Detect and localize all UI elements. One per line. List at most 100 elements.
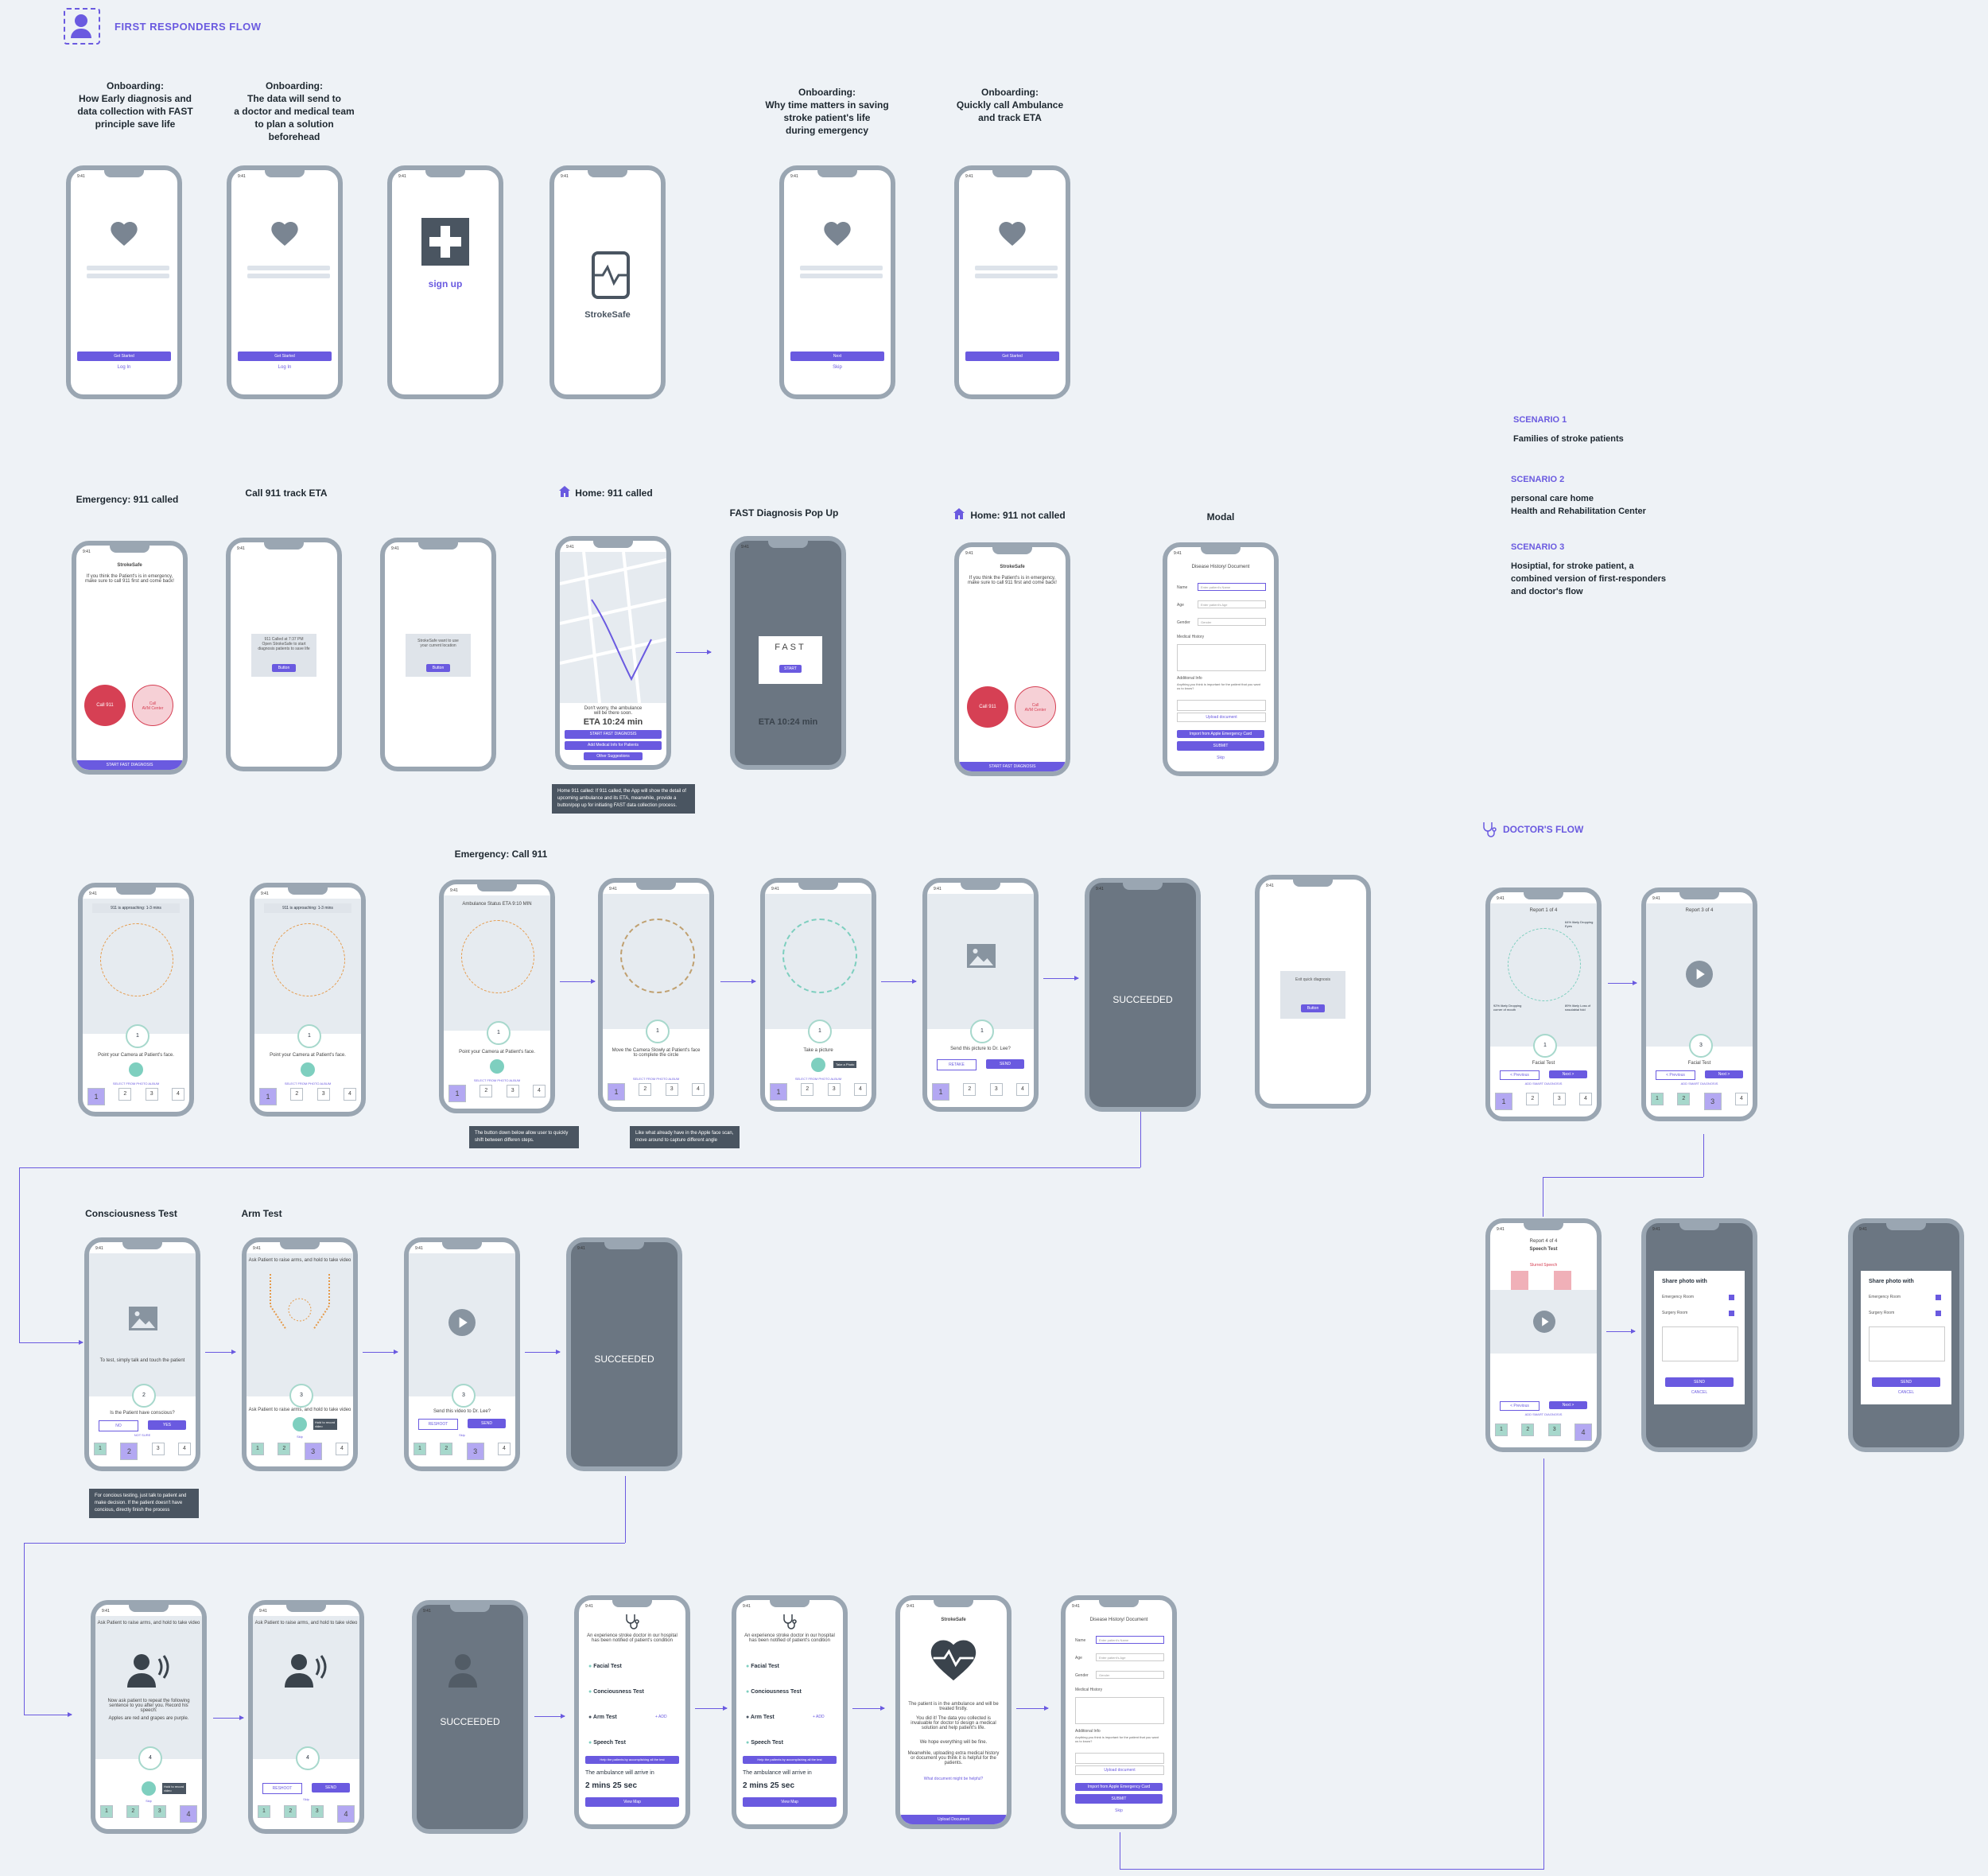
- name-field[interactable]: Enter patient's Name: [1096, 1636, 1164, 1644]
- help-banner[interactable]: Help the patients by accomplishing all t…: [585, 1756, 679, 1764]
- onboarding-screen-2: 9:41 Get Started Log In: [227, 165, 343, 399]
- message-field[interactable]: [1662, 1326, 1738, 1361]
- previous-button[interactable]: < Previous: [1500, 1401, 1540, 1411]
- not-sure-link[interactable]: NOT SURE: [134, 1433, 151, 1437]
- play-icon[interactable]: [1686, 961, 1713, 988]
- call-avm-button[interactable]: Call AVM Center: [132, 685, 173, 726]
- submit-button[interactable]: SUBMIT: [1177, 741, 1264, 751]
- next-button[interactable]: Next >: [1705, 1070, 1743, 1078]
- view-map-button[interactable]: View Map: [743, 1797, 837, 1807]
- send-button[interactable]: SEND: [986, 1059, 1024, 1069]
- shutter-button[interactable]: [490, 1059, 504, 1074]
- yes-button[interactable]: YES: [148, 1420, 186, 1430]
- other-suggestions-button[interactable]: Other Suggestions: [584, 752, 643, 760]
- send-button[interactable]: SEND: [1872, 1377, 1940, 1387]
- shutter-button[interactable]: [129, 1062, 143, 1077]
- import-button[interactable]: Import from Apple Emergency Card: [1177, 730, 1264, 738]
- start-fast-button[interactable]: START FAST DIAGNOSIS: [565, 730, 662, 739]
- view-map-button[interactable]: View Map: [585, 1797, 679, 1807]
- additional-field[interactable]: [1075, 1753, 1164, 1764]
- medical-history-field[interactable]: [1177, 644, 1266, 671]
- er-checkbox[interactable]: [1729, 1295, 1734, 1300]
- add-diagnosis-link[interactable]: ADD SMART DIAGNOSIS: [1680, 1082, 1718, 1086]
- er-checkbox[interactable]: [1936, 1295, 1941, 1300]
- retake-button[interactable]: RETAKE: [937, 1059, 977, 1070]
- additional-field[interactable]: [1177, 700, 1266, 711]
- call-911-button[interactable]: Call 911: [84, 685, 126, 726]
- send-button[interactable]: SEND: [312, 1783, 350, 1792]
- submit-button[interactable]: SUBMIT: [1075, 1794, 1163, 1804]
- get-started-button[interactable]: Get Started: [965, 352, 1059, 361]
- start-button[interactable]: START: [779, 665, 802, 673]
- next-button[interactable]: Next >: [1549, 1070, 1587, 1078]
- reshoot-button[interactable]: RESHOOT: [262, 1783, 302, 1794]
- send-button[interactable]: SEND: [1665, 1377, 1734, 1387]
- map-view[interactable]: [560, 551, 666, 704]
- what-document-link[interactable]: What document might be helpful?: [923, 1777, 984, 1781]
- page-header: FIRST RESPONDERS FLOW: [64, 8, 262, 45]
- signup-label[interactable]: sign up: [428, 278, 463, 289]
- get-started-button[interactable]: Get Started: [238, 352, 332, 361]
- import-button[interactable]: Import from Apple Emergency Card: [1075, 1783, 1163, 1791]
- skip-link[interactable]: Skip: [833, 365, 842, 370]
- add-arm-link[interactable]: + ADD: [655, 1715, 667, 1719]
- previous-button[interactable]: < Previous: [1500, 1070, 1540, 1080]
- gender-field[interactable]: Gender: [1096, 1671, 1164, 1679]
- get-started-button[interactable]: Get Started: [77, 352, 171, 361]
- skip-link[interactable]: Skip: [146, 1799, 152, 1803]
- add-arm-link[interactable]: + ADD: [813, 1715, 825, 1719]
- login-link[interactable]: Log In: [117, 365, 131, 370]
- succeeded-label: SUCCEEDED: [1112, 994, 1173, 1005]
- card-button[interactable]: Button: [272, 664, 296, 672]
- age-field[interactable]: Enter patient's Age: [1096, 1653, 1164, 1661]
- age-field[interactable]: Enter patient's Age: [1198, 600, 1266, 608]
- card-button[interactable]: Button: [426, 664, 450, 672]
- select-album-link[interactable]: SELECT FROM PHOTO ALBUM: [112, 1082, 160, 1086]
- sr-checkbox[interactable]: [1936, 1311, 1941, 1316]
- skip-link[interactable]: Skip: [1217, 755, 1225, 760]
- play-icon[interactable]: [1533, 1311, 1555, 1333]
- record-button[interactable]: [293, 1417, 307, 1431]
- add-diagnosis-link[interactable]: ADD SMART DIAGNOSIS: [1524, 1082, 1563, 1086]
- select-album-link[interactable]: SELECT FROM PHOTO ALBUM: [473, 1078, 521, 1082]
- cancel-link[interactable]: CANCEL: [1897, 1390, 1915, 1395]
- sr-checkbox[interactable]: [1729, 1311, 1734, 1316]
- skip-link[interactable]: Skip: [297, 1435, 303, 1439]
- start-fast-button[interactable]: START FAST DIAGNOSIS: [959, 762, 1066, 771]
- card-button[interactable]: Button: [1301, 1004, 1325, 1012]
- send-button[interactable]: SEND: [468, 1419, 506, 1428]
- skip-link[interactable]: Skip: [303, 1797, 309, 1801]
- play-icon[interactable]: [448, 1309, 476, 1336]
- hold-record-tooltip: Hold to record video: [162, 1783, 186, 1794]
- next-button[interactable]: Next >: [1549, 1401, 1587, 1409]
- login-link[interactable]: Log In: [278, 365, 292, 370]
- reshoot-button[interactable]: RESHOOT: [418, 1419, 458, 1430]
- shutter-button[interactable]: [301, 1062, 315, 1077]
- add-diagnosis-link[interactable]: ADD SMART DIAGNOSIS: [1524, 1412, 1563, 1416]
- select-album-link[interactable]: SELECT FROM PHOTO ALBUM: [794, 1077, 842, 1081]
- upload-button[interactable]: Upload document: [1177, 713, 1266, 722]
- previous-button[interactable]: < Previous: [1656, 1070, 1695, 1080]
- skip-link[interactable]: Skip: [1115, 1808, 1123, 1813]
- onboarding-label-1: Onboarding: How Early diagnosis and data…: [77, 80, 193, 130]
- help-banner[interactable]: Help the patients by accomplishing all t…: [743, 1756, 837, 1764]
- facial-test-item: Facial Test: [751, 1664, 779, 1669]
- cancel-link[interactable]: CANCEL: [1691, 1390, 1708, 1395]
- medical-history-field[interactable]: [1075, 1697, 1164, 1724]
- gender-field[interactable]: Gender: [1198, 618, 1266, 626]
- call-911-button[interactable]: Call 911: [967, 686, 1008, 728]
- upload-document-button[interactable]: Upload Document: [900, 1815, 1007, 1824]
- upload-button[interactable]: Upload document: [1075, 1765, 1164, 1775]
- skip-link[interactable]: Skip: [459, 1433, 465, 1437]
- no-button[interactable]: NO: [99, 1420, 138, 1431]
- record-button[interactable]: [142, 1781, 156, 1796]
- shutter-button[interactable]: [811, 1058, 825, 1072]
- next-button[interactable]: Next: [790, 352, 884, 361]
- start-fast-button[interactable]: START FAST DIAGNOSIS: [76, 760, 183, 770]
- select-album-link[interactable]: SELECT FROM PHOTO ALBUM: [632, 1077, 680, 1081]
- call-avm-button[interactable]: Call AVM Center: [1015, 686, 1056, 728]
- message-field[interactable]: [1869, 1326, 1945, 1361]
- name-field[interactable]: Enter patient's Name: [1198, 583, 1266, 591]
- add-medical-button[interactable]: Add Medical Info for Patients: [565, 741, 662, 750]
- select-album-link[interactable]: SELECT FROM PHOTO ALBUM: [284, 1082, 332, 1086]
